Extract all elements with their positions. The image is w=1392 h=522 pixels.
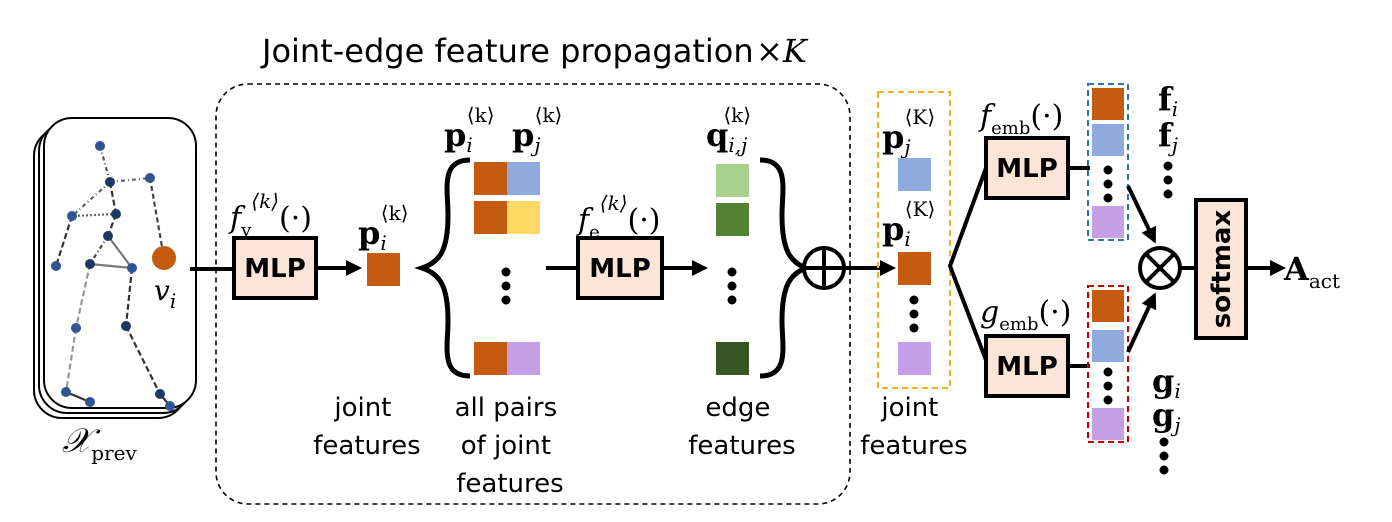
- mlp-femb-box: [984, 136, 1070, 200]
- mlp-gemb-label: MLP: [996, 352, 1058, 382]
- joint-features-label-2: joint features: [860, 393, 967, 461]
- gemb-label: gemb(·): [980, 295, 1071, 335]
- mlp-femb-label: MLP: [996, 154, 1058, 184]
- edge-features-label: edge features: [688, 393, 795, 461]
- pair-row-1: [474, 162, 540, 195]
- mlp-gemb-box: [984, 334, 1070, 398]
- arrow-f-to-product: [1126, 185, 1157, 244]
- g-embedding-i: [1092, 290, 1124, 322]
- g-embedding-ellipsis: [1103, 367, 1113, 405]
- product-icon: [1138, 246, 1182, 290]
- edge-ellipsis: [727, 267, 737, 305]
- g-embeddings-box: [1087, 285, 1129, 443]
- fe-label: fe⟨k⟩(·): [576, 191, 660, 243]
- edge-feature-2: [716, 203, 749, 236]
- mlp-e-box: [576, 236, 664, 300]
- left-brace: [414, 157, 471, 379]
- x-prev-label: 𝒳prev: [62, 421, 137, 465]
- joint-feature-pi: [367, 253, 400, 286]
- f-labels-ellipsis: [1163, 161, 1173, 199]
- f-embedding-i: [1092, 88, 1124, 120]
- joint-feature-pi-K: [898, 252, 931, 285]
- pair-row-2: [474, 201, 540, 234]
- arrow-g-to-product: [1126, 292, 1157, 353]
- pair-pi-label: pi⟨k⟩: [444, 103, 495, 157]
- softmax-label: softmax: [1207, 210, 1237, 329]
- right-brace: [759, 157, 814, 379]
- pair-row-last: [474, 342, 540, 375]
- f-embedding-last: [1092, 206, 1124, 238]
- pj-K-label: pj⟨K⟩: [882, 105, 935, 159]
- joint-feature-pj-K: [898, 158, 931, 191]
- diagram-title: Joint-edge feature propagation: [260, 32, 754, 70]
- joint-vi-node: [152, 246, 176, 270]
- mlp-v-label: MLP: [244, 254, 306, 284]
- a-act-label: Aact: [1283, 250, 1340, 293]
- qij-k-label: qi,j⟨k⟩: [706, 103, 751, 157]
- input-skeleton-stack: [33, 117, 197, 419]
- aggregate-sum-icon: [802, 246, 846, 290]
- f-embeddings-box: [1087, 83, 1129, 241]
- g-labels-ellipsis: [1159, 437, 1169, 475]
- f-embedding-j: [1092, 124, 1124, 156]
- pair-pj-label: pj⟨k⟩: [512, 103, 562, 157]
- pi-k-label: pi⟨k⟩: [358, 201, 409, 255]
- f-embedding-ellipsis: [1103, 165, 1113, 203]
- title-multiplier: ×K: [756, 32, 809, 70]
- vi-label: vi: [154, 274, 176, 313]
- fv-label: fv⟨k⟩(·): [228, 189, 312, 241]
- pi-K-label: pi⟨K⟩: [882, 197, 935, 251]
- joint-features-k-box: [877, 91, 951, 389]
- fi-label: fi: [1158, 80, 1178, 121]
- gj-label: gj: [1152, 396, 1181, 437]
- all-pairs-label: all pairs of joint features: [455, 393, 566, 499]
- joint-feature-last-K: [898, 342, 931, 375]
- mlp-v-box: [232, 236, 318, 300]
- joint-k-ellipsis: [909, 295, 919, 333]
- split-lines: [947, 167, 988, 361]
- fj-label: fj: [1158, 116, 1178, 157]
- edge-feature-last: [716, 342, 749, 375]
- edge-feature-1: [716, 164, 749, 197]
- mlp-e-label: MLP: [589, 254, 651, 284]
- gi-label: gi: [1152, 362, 1181, 403]
- femb-label: femb(·): [978, 99, 1063, 139]
- g-embedding-last: [1092, 408, 1124, 440]
- g-embedding-j: [1092, 330, 1124, 362]
- joint-features-label-1: joint features: [313, 393, 420, 461]
- pair-ellipsis: [501, 267, 511, 305]
